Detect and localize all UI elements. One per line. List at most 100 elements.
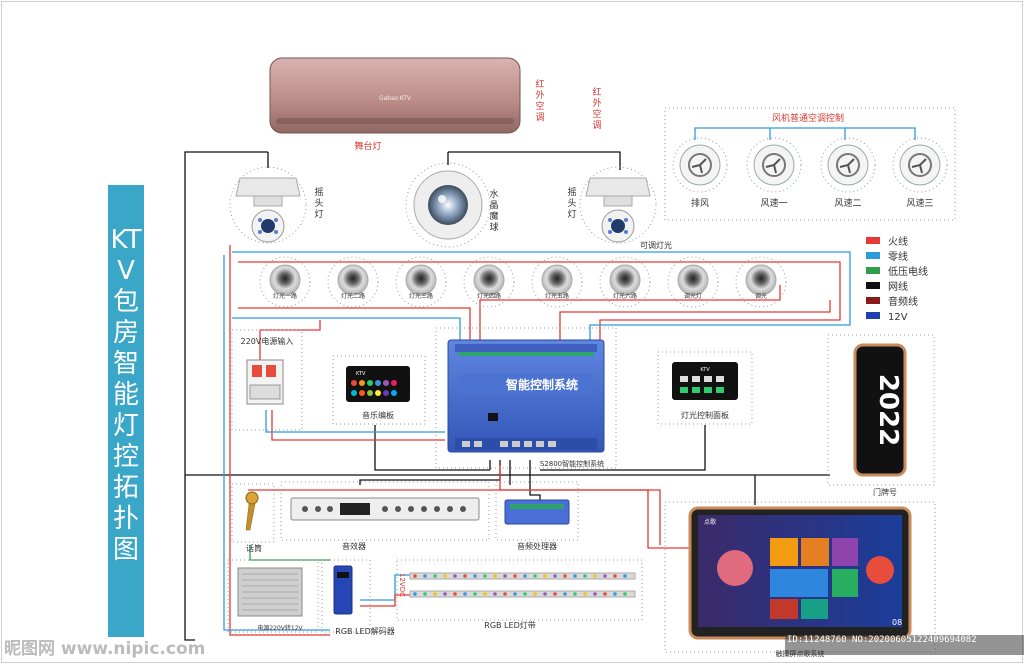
door-sign-number: 2022 bbox=[873, 374, 903, 446]
downlight-label-3: 灯光三路 bbox=[409, 292, 433, 300]
legend-swatch-1 bbox=[866, 237, 880, 244]
legend-swatch-5 bbox=[866, 297, 880, 304]
led-dot bbox=[463, 592, 467, 596]
legend-label-2: 零线 bbox=[888, 250, 908, 263]
led-dot bbox=[623, 574, 627, 578]
fan-control-group: 风机普通空调控制 排风 风速一 风速二 风速三 bbox=[664, 107, 956, 221]
crystal-ball-light bbox=[405, 162, 491, 248]
rgb-strip-label: RGB LED灯带 bbox=[484, 620, 535, 630]
led-dot bbox=[613, 592, 617, 596]
audio-processor-group: 音频处理器 bbox=[495, 481, 579, 551]
power-input-label: 220V电源输入 bbox=[241, 336, 294, 346]
downlight-1 bbox=[259, 256, 311, 308]
door-sign-label: 门牌号 bbox=[873, 487, 897, 497]
led-dot bbox=[473, 592, 477, 596]
led-dot bbox=[523, 574, 527, 578]
downlight-label-6: 灯光六路 bbox=[613, 292, 637, 300]
touchscreen-group: 点歌 08 触摸屏点歌系统 bbox=[664, 501, 936, 658]
fan-label-3: 风速二 bbox=[834, 198, 861, 209]
led-dot bbox=[493, 574, 497, 578]
downlight-label-4: 灯光四路 bbox=[477, 292, 501, 300]
fan-icon-4 bbox=[892, 137, 948, 193]
led-dot bbox=[563, 592, 567, 596]
fan-panel-title: 风机普通空调控制 bbox=[772, 112, 844, 124]
ac-label-right: 红外空调 bbox=[592, 88, 602, 131]
downlight-5 bbox=[531, 256, 583, 308]
led-dot bbox=[533, 592, 537, 596]
side-title-bar: KTV包房智能灯控拓扑图 bbox=[108, 185, 144, 637]
led-dot bbox=[503, 574, 507, 578]
stage-light-label: 舞台灯 bbox=[354, 140, 381, 152]
fan-label-1: 排风 bbox=[691, 197, 709, 209]
led-dot bbox=[423, 574, 427, 578]
led-dot bbox=[603, 574, 607, 578]
led-dot bbox=[443, 592, 447, 596]
light-panel-group: KTV 灯光控制面板 bbox=[657, 351, 753, 425]
led-dot bbox=[463, 574, 467, 578]
fan-label-4: 风速三 bbox=[906, 198, 933, 209]
controller-title: 智能控制系统 bbox=[505, 377, 578, 392]
amplifier-label: 音效器 bbox=[342, 541, 366, 551]
downlight-row: 灯光一路 灯光二路 灯光三路 灯光四路 灯光五路 灯光六路 调光灯 调光 bbox=[259, 256, 787, 308]
fan-icon-3 bbox=[820, 137, 876, 193]
downlight-8 bbox=[735, 256, 787, 308]
led-dot bbox=[473, 574, 477, 578]
led-dot bbox=[563, 574, 567, 578]
downlight-label-8: 调光 bbox=[755, 292, 767, 300]
legend-swatch-2 bbox=[866, 252, 880, 259]
dc12v-label: 12VDC bbox=[398, 573, 406, 597]
ac-label-left: 红外空调 bbox=[535, 80, 545, 123]
downlight-2 bbox=[327, 256, 379, 308]
amplifier-group: 音效器 bbox=[280, 481, 490, 551]
led-dot bbox=[553, 574, 557, 578]
crystal-ball-label: 水晶魔球 bbox=[489, 190, 499, 233]
led-dot bbox=[583, 574, 587, 578]
led-dot bbox=[573, 574, 577, 578]
fan-icon-1 bbox=[672, 137, 728, 193]
audio-processor-label: 音频处理器 bbox=[517, 541, 557, 551]
led-dot bbox=[543, 574, 547, 578]
microphone-label: 话筒 bbox=[246, 543, 262, 553]
legend-label-4: 网线 bbox=[888, 280, 908, 293]
rgb-strip-group: RGB LED灯带 bbox=[396, 559, 643, 630]
legend-label-5: 音频线 bbox=[888, 295, 918, 308]
led-dot bbox=[593, 592, 597, 596]
led-dot bbox=[603, 592, 607, 596]
door-sign-group: 2022 门牌号 bbox=[827, 334, 935, 497]
led-dot bbox=[433, 574, 437, 578]
led-dot bbox=[423, 592, 427, 596]
led-dot bbox=[553, 592, 557, 596]
microphone-group: 话筒 bbox=[231, 483, 275, 553]
led-dot bbox=[593, 574, 597, 578]
legend-swatch-6 bbox=[866, 312, 880, 319]
downlight-6 bbox=[599, 256, 651, 308]
led-dot bbox=[503, 592, 507, 596]
led-dot bbox=[533, 574, 537, 578]
moving-head-left-label: 摇头灯 bbox=[314, 188, 324, 220]
downlight-4 bbox=[463, 256, 515, 308]
led-dot bbox=[583, 592, 587, 596]
led-dot bbox=[493, 592, 497, 596]
legend-swatch-4 bbox=[866, 282, 880, 289]
led-dot bbox=[513, 592, 517, 596]
rgb-controller-group: RGB LED解码器 bbox=[321, 559, 395, 636]
led-dot bbox=[453, 574, 457, 578]
downlight-label-2: 灯光二路 bbox=[341, 292, 365, 300]
legend-label-6: 12V bbox=[888, 312, 908, 323]
fan-icon-2 bbox=[746, 137, 802, 193]
led-dot bbox=[413, 574, 417, 578]
led-dot bbox=[413, 592, 417, 596]
smart-controller: 智能控制系统 S2800智能控制系统 bbox=[435, 327, 617, 469]
power-input-group: 220V电源输入 bbox=[231, 329, 303, 431]
downlight-3 bbox=[395, 256, 447, 308]
page-title: KTV包房智能灯控拓扑图 bbox=[110, 225, 142, 565]
led-dot bbox=[443, 574, 447, 578]
led-dot bbox=[483, 592, 487, 596]
music-panel-label: 音乐编板 bbox=[362, 410, 394, 420]
fan-label-2: 风速一 bbox=[760, 198, 787, 209]
led-dot bbox=[573, 592, 577, 596]
touchscreen-top-left: 点歌 bbox=[704, 518, 716, 526]
wire-legend: 火线 零线 低压电线 网线 音频线 12V bbox=[866, 235, 928, 323]
legend-label-3: 低压电线 bbox=[888, 265, 928, 278]
downlight-label-7: 调光灯 bbox=[684, 292, 702, 300]
